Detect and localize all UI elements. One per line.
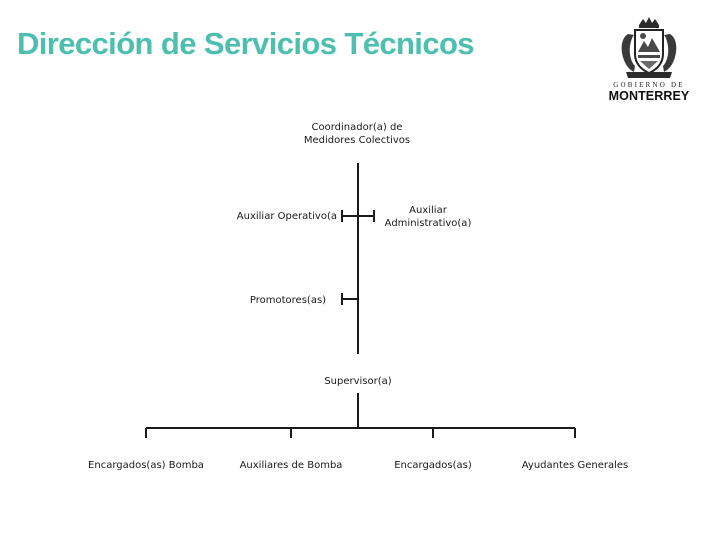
- node-encargados-bomba: Encargados(as) Bomba: [88, 460, 204, 471]
- logo-line-gobierno: GOBIERNO DE: [613, 81, 685, 89]
- gobierno-monterrey-logo: GOBIERNO DE MONTERREY: [608, 16, 690, 104]
- node-auxiliar-administrativo-line2: Administrativo(a): [384, 217, 472, 229]
- node-promotores: Promotores(as): [249, 295, 327, 306]
- node-auxiliar-operativo: Auxiliar Operativo(a: [236, 211, 337, 222]
- coat-of-arms-icon: [621, 17, 677, 78]
- node-auxiliar-administrativo: Auxiliar Administrativo(a): [376, 205, 480, 230]
- node-coordinador-line1: Coordinador(a) de: [311, 122, 403, 133]
- node-auxiliares-bomba: Auxiliares de Bomba: [239, 460, 343, 471]
- node-coordinador-line2: Medidores Colectivos: [303, 134, 411, 146]
- node-supervisor: Supervisor(a): [324, 376, 392, 387]
- logo-line-monterrey: MONTERREY: [608, 89, 690, 103]
- node-auxiliar-administrativo-line1: Auxiliar: [409, 205, 447, 216]
- page-title: Dirección de Servicios Técnicos: [17, 26, 475, 61]
- node-coordinador: Coordinador(a) de Medidores Colectivos: [287, 122, 427, 147]
- node-ayudantes-generales: Ayudantes Generales: [521, 460, 629, 471]
- node-encargados: Encargados(as): [394, 460, 472, 471]
